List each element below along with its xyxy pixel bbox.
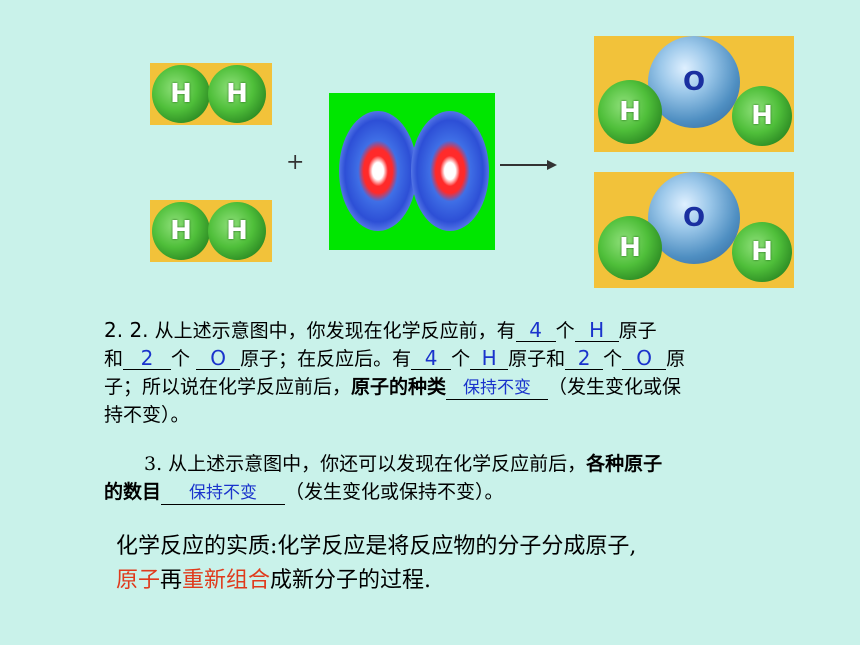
q2-text: 个 — [171, 348, 197, 370]
summary-highlight: 原子 — [116, 568, 161, 593]
h-atom: H — [732, 222, 792, 282]
q3-emphasis: 各种原子 — [586, 453, 663, 475]
q3-emphasis: 的数目 — [104, 481, 162, 503]
arrow-head-icon — [547, 160, 557, 170]
q2-text: （发生变化或保 — [548, 376, 682, 398]
answer-blank: O — [622, 347, 667, 370]
answer-blank: 2 — [565, 347, 604, 370]
o-atom: O — [648, 172, 740, 264]
answer-blank: 4 — [411, 347, 452, 370]
answer-blank: 保持不变 — [446, 377, 549, 400]
summary-word: 再 — [160, 568, 183, 593]
h-atom: H — [152, 202, 210, 260]
q3-text: （发生变化或保持不变）。 — [285, 481, 504, 503]
q2-text: 个 — [603, 348, 623, 370]
q2-text: 原子；在反应后。有 — [240, 348, 412, 370]
summary-highlight: 重新组合 — [182, 568, 271, 593]
question-3: 3. 从上述示意图中，你还可以发现在化学反应前后，各种原子 的数目保持不变（发生… — [104, 450, 814, 506]
h-atom: H — [732, 86, 792, 146]
q2-number: 2. 2. — [104, 318, 149, 342]
q2-text: 个 — [555, 320, 575, 342]
h2-molecule-top: H H — [150, 63, 272, 125]
q2-text: 原 — [666, 348, 686, 370]
answer-blank: H — [470, 347, 509, 370]
answer-blank: 2 — [123, 347, 172, 370]
o-atom — [411, 111, 489, 231]
summary-line-2: 原子再重新组合成新分子的过程. — [116, 564, 826, 598]
h2-molecule-bottom: H H — [150, 200, 272, 262]
q2-text: 原子和 — [508, 348, 566, 370]
summary-word: 成新分子的过程. — [270, 568, 432, 593]
answer-blank: H — [574, 319, 619, 342]
q2-emphasis: 原子的种类 — [351, 376, 447, 398]
q2-text: 子；所以说在化学反应前后， — [104, 376, 352, 398]
q3-line-2: 的数目保持不变（发生变化或保持不变）。 — [104, 478, 814, 506]
q2-text: 持不变）。 — [104, 404, 190, 426]
q2-text: 原子 — [618, 320, 657, 342]
h2o-molecule-top: O H H — [594, 36, 794, 152]
summary-text: 化学反应的实质:化学反应是将反应物的分子分成原子, 原子再重新组合成新分子的过程… — [116, 530, 826, 598]
h-atom: H — [152, 65, 210, 123]
q2-text: 个 — [451, 348, 471, 370]
q2-line-3: 子；所以说在化学反应前后，原子的种类保持不变（发生变化或保 — [104, 373, 814, 401]
h-atom: H — [598, 216, 662, 280]
h-atom: H — [208, 65, 266, 123]
h-atom: H — [598, 80, 662, 144]
h2o-molecule-bottom: O H H — [594, 172, 794, 288]
summary-line-1: 化学反应的实质:化学反应是将反应物的分子分成原子, — [116, 534, 637, 559]
q2-text: 从上述示意图中，你发现在化学反应前，有 — [148, 320, 516, 342]
o2-molecule — [329, 93, 495, 250]
o-atom: O — [648, 36, 740, 128]
q2-line-4: 持不变）。 — [104, 401, 814, 429]
q2-text: 和 — [104, 348, 124, 370]
answer-blank: 保持不变 — [161, 482, 286, 505]
h-atom: H — [208, 202, 266, 260]
q3-text: 3. 从上述示意图中，你还可以发现在化学反应前后， — [144, 453, 587, 475]
reaction-arrow — [500, 164, 548, 166]
answer-blank: 4 — [515, 319, 556, 342]
q3-line-1: 3. 从上述示意图中，你还可以发现在化学反应前后，各种原子 — [104, 450, 814, 478]
plus-sign: + — [286, 150, 305, 175]
o-atom — [339, 111, 417, 231]
answer-blank: O — [196, 347, 241, 370]
